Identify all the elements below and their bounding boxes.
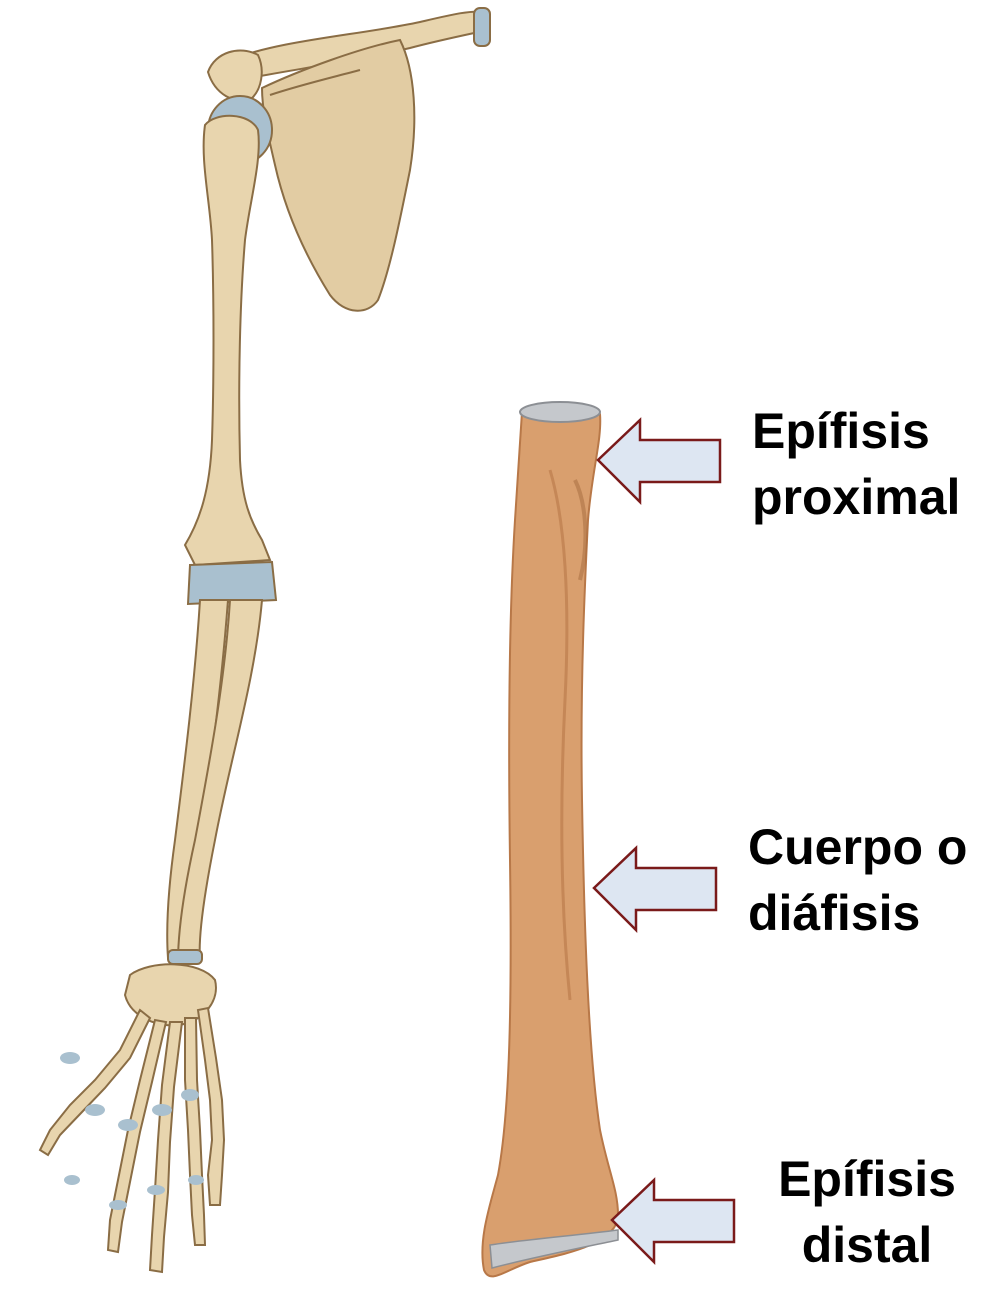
label-distal-line1: Epífisis xyxy=(772,1146,962,1212)
arrow-body xyxy=(594,848,716,930)
arm-skeleton xyxy=(40,8,490,1272)
arrow-proximal xyxy=(598,420,720,502)
finger-4 xyxy=(185,1018,205,1245)
label-epifisis-proximal: Epífisis proximal xyxy=(752,398,960,530)
label-proximal-line1: Epífisis xyxy=(752,398,960,464)
label-cuerpo-diafisis: Cuerpo o diáfisis xyxy=(748,814,967,946)
scapula xyxy=(262,40,414,311)
wrist-cartilage xyxy=(168,950,202,964)
label-body-line1: Cuerpo o xyxy=(748,814,967,880)
label-body-line2: diáfisis xyxy=(748,880,967,946)
proximal-articular-surface xyxy=(520,402,600,422)
isolated-long-bone xyxy=(482,402,618,1276)
label-epifisis-distal: Epífisis distal xyxy=(772,1146,962,1278)
arrows xyxy=(594,420,734,1262)
arrow-distal xyxy=(612,1180,734,1262)
clavicle-cartilage xyxy=(474,8,490,46)
label-distal-line2: distal xyxy=(772,1212,962,1278)
long-bone-shaft xyxy=(482,406,618,1277)
acromion xyxy=(208,50,262,100)
elbow-cartilage xyxy=(188,562,276,604)
humerus xyxy=(185,116,270,565)
label-proximal-line2: proximal xyxy=(752,464,960,530)
